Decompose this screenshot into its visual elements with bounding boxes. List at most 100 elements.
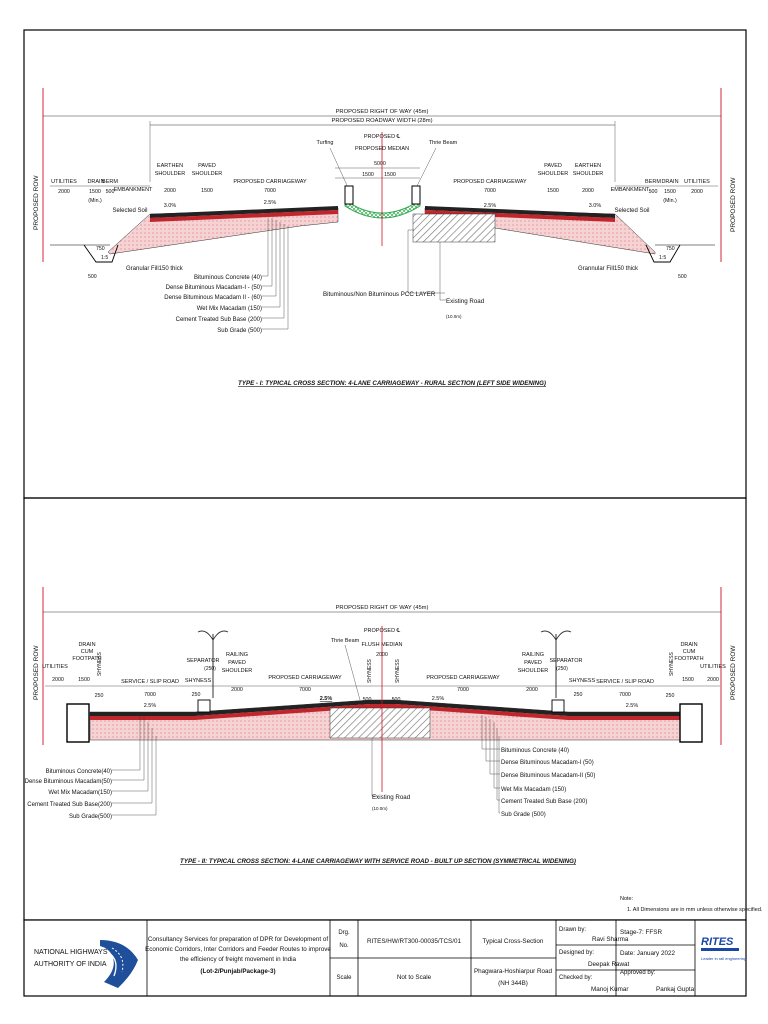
s1-left-paved: PAVED (198, 163, 216, 169)
date: Date: January 2022 (620, 950, 675, 957)
median-half-left: 1500 (362, 172, 374, 178)
s1-right-earthen-width: 2000 (582, 188, 594, 194)
s2-right-layer-2: Dense Bituminous Macadam-II (50) (501, 773, 595, 779)
project-line-1: Consultancy Services for preparation of … (148, 936, 328, 943)
s1-left-earthen-shoulder: SHOULDER (155, 171, 186, 177)
nhai-logo-icon (100, 940, 138, 988)
s1-right-paved: PAVED (544, 163, 562, 169)
s2-left-utilities-width: 2000 (52, 677, 64, 683)
s2-right-utilities: UTILITIES (700, 664, 726, 670)
row-label-right: PROPOSED ROW (730, 177, 737, 232)
s1-existing-road-label: Existing Road (446, 298, 485, 305)
drawn-by-name: Ravi Sharma (592, 936, 629, 943)
s2-right-slope-carriageway: 2.5% (432, 696, 445, 702)
s1-right-earthen: EARTHEN (575, 163, 601, 169)
s2-left-carriageway: PROPOSED CARRIAGEWAY (268, 675, 342, 681)
drawn-by-label: Drawn by: (559, 927, 586, 933)
s2-street-light-right (540, 630, 572, 698)
s2-right-service-road: SERVICE / SLIP ROAD (596, 679, 654, 685)
s1-right-drain-min: (Min.) (663, 198, 677, 204)
s2-right-layer-0: Bituminous Concrete (40) (501, 748, 569, 754)
roadway-dimension: PROPOSED ROADWAY WIDTH (28m) (331, 118, 432, 124)
note-line: 1. All Dimensions are in mm unless other… (627, 907, 763, 913)
s2-right-separator-width: (250) (556, 666, 568, 672)
s1-right-carriageway: PROPOSED CARRIAGEWAY (453, 179, 527, 185)
s2-left-paved: PAVED (228, 660, 246, 666)
s2-left-drain: DRAIN (78, 642, 95, 648)
section1-frame (23, 29, 747, 499)
designed-by-name: Deepak Rawat (588, 961, 630, 968)
row-dimension: PROPOSED RIGHT OF WAY (45m) (336, 109, 429, 115)
s2-left-shyness-2: SHYNESS (185, 678, 212, 684)
s1-right-embankment: EMBANKMENT (611, 187, 650, 193)
s2-separator-left (197, 699, 211, 713)
s2-layer-callouts-left: Bituminous Concrete(40) Dense Bituminous… (25, 715, 157, 820)
s2-existing-road-label: Existing Road (372, 794, 411, 801)
s2-drain-left (66, 703, 90, 743)
project-line-4: (Lot-2/Punjab/Package-3) (200, 968, 275, 975)
s2-left-utilities: UTILITIES (42, 664, 68, 670)
s1-caption: TYPE - I: TYPICAL CROSS SECTION: 4-LANE … (238, 380, 546, 387)
s1-median-turf (344, 199, 421, 219)
s1-left-bituminous (150, 206, 338, 218)
s2-right-layer-4: Cement Treated Sub Base (200) (501, 799, 587, 805)
project-line-3: the efficiency of freight movement in In… (180, 956, 297, 963)
drg-no-label-2: No. (339, 943, 349, 949)
turfing-label: Turfing (317, 140, 334, 146)
s2-right-separator: SEPARATOR (549, 658, 582, 664)
s1-left-earthen-width: 2000 (164, 188, 176, 194)
s1-right-slope-shoulder: 3.0% (589, 203, 602, 209)
s1-left-paved-shoulder: SHOULDER (192, 171, 223, 177)
s1-right-utilities: UTILITIES (684, 179, 710, 185)
s1-right-paved-shoulder: SHOULDER (538, 171, 569, 177)
s2-right-utilities-width: 2000 (707, 677, 719, 683)
s1-right-ratio: 1:5 (659, 255, 666, 261)
section2: PROPOSED ROW PROPOSED ROW PROPOSED RIGHT… (25, 587, 737, 865)
s2-left-service-width: 7000 (144, 692, 156, 698)
s2-right-footpath: FOOTPATH (674, 656, 703, 662)
s2-right-slope-service: 2.5% (626, 703, 639, 709)
s1-right-earthen-shoulder: SHOULDER (573, 171, 604, 177)
s2-separator-right (551, 699, 565, 713)
s2-left-shyness-width: 250 (95, 693, 104, 699)
s2-street-light-left (197, 630, 229, 698)
s2-left-shyness-median: SHYNESS (367, 658, 373, 683)
s2-left-service-road: SERVICE / SLIP ROAD (121, 679, 179, 685)
s2-left-footpath: FOOTPATH (72, 656, 101, 662)
s2-layer-callouts-right: Bituminous Concrete (40) Dense Bituminou… (481, 715, 595, 818)
s2-right-carriageway-width: 7000 (457, 687, 469, 693)
s2-left-separator-width: (250) (204, 666, 216, 672)
s1-right-granular: Grannular Fill150 thick (578, 266, 639, 272)
drg-no-label-1: Drg. (338, 930, 350, 936)
approved-by-label: Approved by: (620, 970, 656, 976)
s1-left-berm: BERM (102, 179, 118, 185)
s1-existing-road-chainage: (10.0m) (446, 314, 462, 319)
s2-right-layer-5: Sub Grade (500) (501, 812, 546, 818)
s2-left-layer-0: Bituminous Concrete(40) (46, 769, 112, 775)
s2-row-dimension: PROPOSED RIGHT OF WAY (45m) (336, 605, 429, 611)
s1-left-ratio: 1:5 (101, 255, 108, 261)
s2-right-service-width: 7000 (619, 692, 631, 698)
s1-right-base (425, 210, 615, 222)
s2-right-shyness-median: SHYNESS (395, 658, 401, 683)
authority-line-2: AUTHORITY OF INDIA (34, 961, 107, 968)
s1-right-carriageway-width: 7000 (484, 188, 496, 194)
s2-right-shyness-width: 250 (574, 692, 583, 698)
rites-logo-text: RITES (701, 936, 734, 948)
s1-right-bituminous (425, 206, 615, 218)
s1-right-h750: 750 (666, 246, 675, 252)
s2-right-railing: RAILING (522, 652, 544, 658)
s1-left-slope-carriageway: 2.5% (264, 200, 277, 206)
checked-by-name: Manoj Kumar (591, 986, 628, 993)
s1-right-drain-width: 1500 (664, 189, 676, 195)
approved-by-name: Pankaj Gupta (656, 986, 695, 993)
median-width: 5000 (374, 161, 386, 167)
s2-left-cum: CUM (81, 649, 94, 655)
s2-left-layer-4: Sub Grade(500) (69, 814, 112, 820)
s1-left-drain-width: 1500 (89, 189, 101, 195)
project-line-2: Economic Corridors, Inter Corridors and … (145, 946, 331, 953)
s2-caption: TYPE - II: TYPICAL CROSS SECTION: 4-LANE… (180, 858, 576, 865)
s1-right-selected-soil: Selected Soil (614, 208, 649, 214)
checked-by-label: Checked by: (559, 975, 593, 981)
